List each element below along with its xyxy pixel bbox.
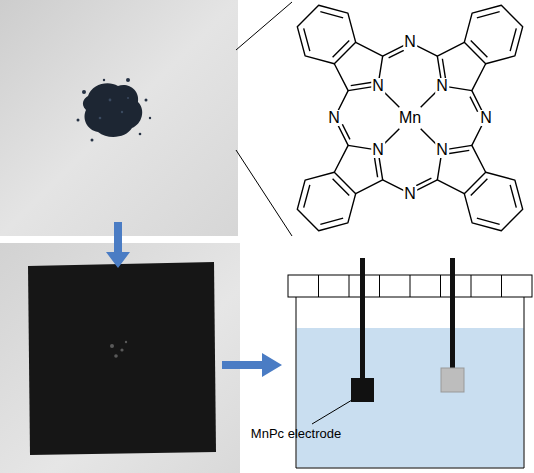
lid-dividers xyxy=(319,275,502,297)
atom-label: N xyxy=(403,34,417,50)
working-electrode xyxy=(351,378,374,402)
powder-highlights xyxy=(99,97,129,119)
down-arrow xyxy=(106,222,130,268)
zoom-lines xyxy=(236,2,292,236)
atom-label: N xyxy=(403,186,417,202)
isoindole-unit xyxy=(383,0,534,145)
cell-lid xyxy=(288,275,532,297)
atom-label: N xyxy=(371,142,385,158)
atom-label: N xyxy=(435,142,449,158)
powder-pile xyxy=(83,83,142,137)
leader-line xyxy=(312,400,352,424)
isoindole-unit xyxy=(383,91,534,258)
atom-label: N xyxy=(327,110,341,126)
counter-electrode xyxy=(441,368,464,392)
right-arrow xyxy=(222,353,282,377)
atom-label: N xyxy=(435,78,449,94)
coated-electrode xyxy=(28,262,216,455)
phthalocyanine-structure xyxy=(270,0,534,258)
powder-photo xyxy=(0,0,238,236)
atom-label: Mn xyxy=(398,110,422,126)
electrode-rod xyxy=(450,258,455,370)
electrode-photo xyxy=(0,243,240,473)
atom-label: N xyxy=(371,78,385,94)
beaker xyxy=(296,297,524,468)
isoindole-unit xyxy=(270,0,437,145)
isoindole-unit xyxy=(270,91,437,258)
electrode-specks xyxy=(110,341,127,358)
electrode-rod xyxy=(360,258,365,380)
electrolyte xyxy=(297,328,524,468)
powder-grains xyxy=(77,78,152,142)
callout-label: MnPc electrode xyxy=(251,427,341,440)
atom-label: N xyxy=(479,110,493,126)
